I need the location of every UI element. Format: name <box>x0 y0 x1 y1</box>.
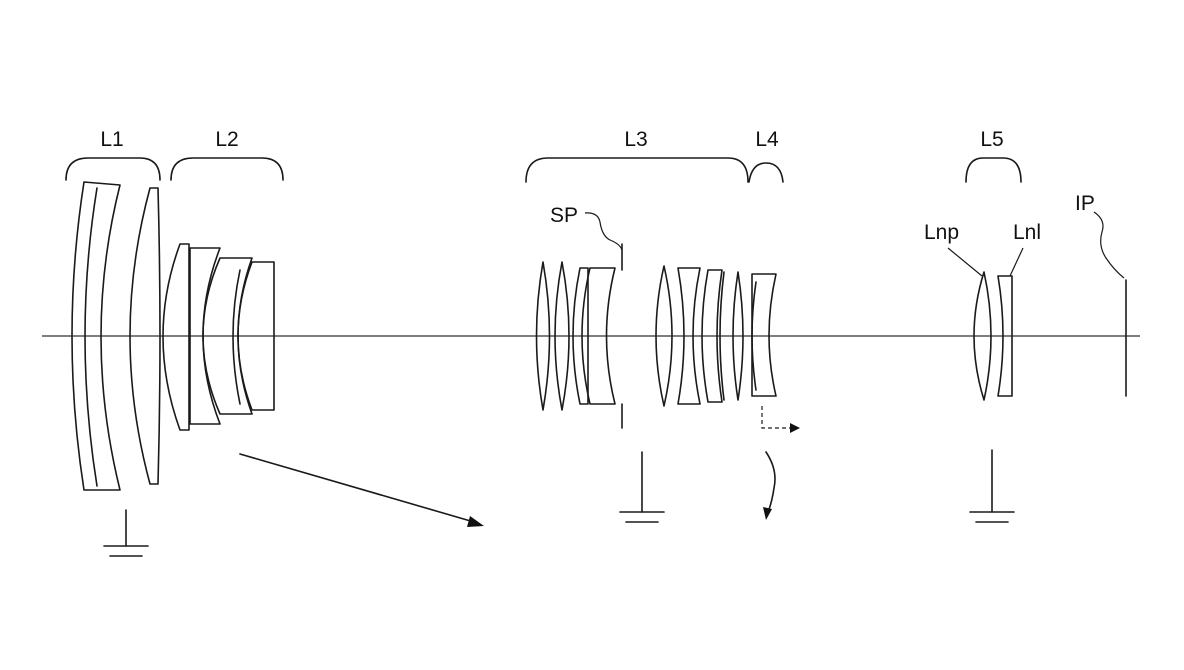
lens-group-l1 <box>71 181 161 491</box>
l4-shift-arrowhead <box>790 423 800 433</box>
zoom-arrow-line <box>239 453 475 523</box>
lens-l4-b <box>751 281 757 391</box>
lens-group-l2 <box>162 243 275 431</box>
lens-group-l3 <box>535 243 744 429</box>
ground-symbol-l3 <box>619 451 665 523</box>
lens-l3-h <box>719 271 725 401</box>
label-l4: L4 <box>755 128 779 151</box>
lens-l3-a <box>535 261 551 411</box>
lens-l3-c <box>572 267 589 405</box>
label-ip: IP <box>1075 192 1095 215</box>
brace-l1 <box>65 157 161 181</box>
lens-l4-a <box>751 273 777 397</box>
lens-group-l5 <box>973 271 1013 401</box>
brace-l2 <box>170 157 284 181</box>
l4-move-arrow <box>765 451 776 513</box>
lens-l3-g <box>701 269 723 403</box>
leader-sp <box>584 212 623 251</box>
leader-ip <box>1093 211 1125 279</box>
label-sp: SP <box>550 204 578 227</box>
ground-symbol-l1 <box>103 509 149 557</box>
label-lnp: Lnp <box>924 221 959 244</box>
label-l1: L1 <box>100 128 123 151</box>
label-lnl: Lnl <box>1013 221 1041 244</box>
lens-l2-d <box>237 261 275 411</box>
lens-group-l4 <box>751 273 800 520</box>
lens-lnl <box>997 275 1013 397</box>
lens-l3-i <box>732 271 744 401</box>
lens-l1-c <box>129 187 161 485</box>
lens-l2-e <box>232 269 241 405</box>
zoom-arrowhead <box>467 516 484 527</box>
lens-l1-b <box>84 187 98 487</box>
brace-l3 <box>525 157 749 183</box>
label-l5: L5 <box>980 128 1003 151</box>
label-l2: L2 <box>215 128 238 151</box>
lens-lnp <box>973 271 992 401</box>
brace-l4 <box>748 162 784 183</box>
ground-symbol-l5 <box>969 449 1015 523</box>
lens-l3-e <box>655 265 673 407</box>
l4-move-arrowhead <box>763 507 772 520</box>
label-l3: L3 <box>624 128 647 151</box>
brace-l5 <box>965 157 1022 183</box>
lens-l3-b <box>554 261 570 411</box>
lens-l3-d <box>581 267 616 405</box>
l4-shift-arrow <box>761 406 792 429</box>
leader-lnp <box>947 247 983 277</box>
lens-l1-a <box>71 181 121 491</box>
lens-l2-a <box>162 243 190 431</box>
group-braces <box>65 157 1022 183</box>
lens-l3-f <box>677 267 701 405</box>
leader-lnl <box>1009 247 1024 277</box>
